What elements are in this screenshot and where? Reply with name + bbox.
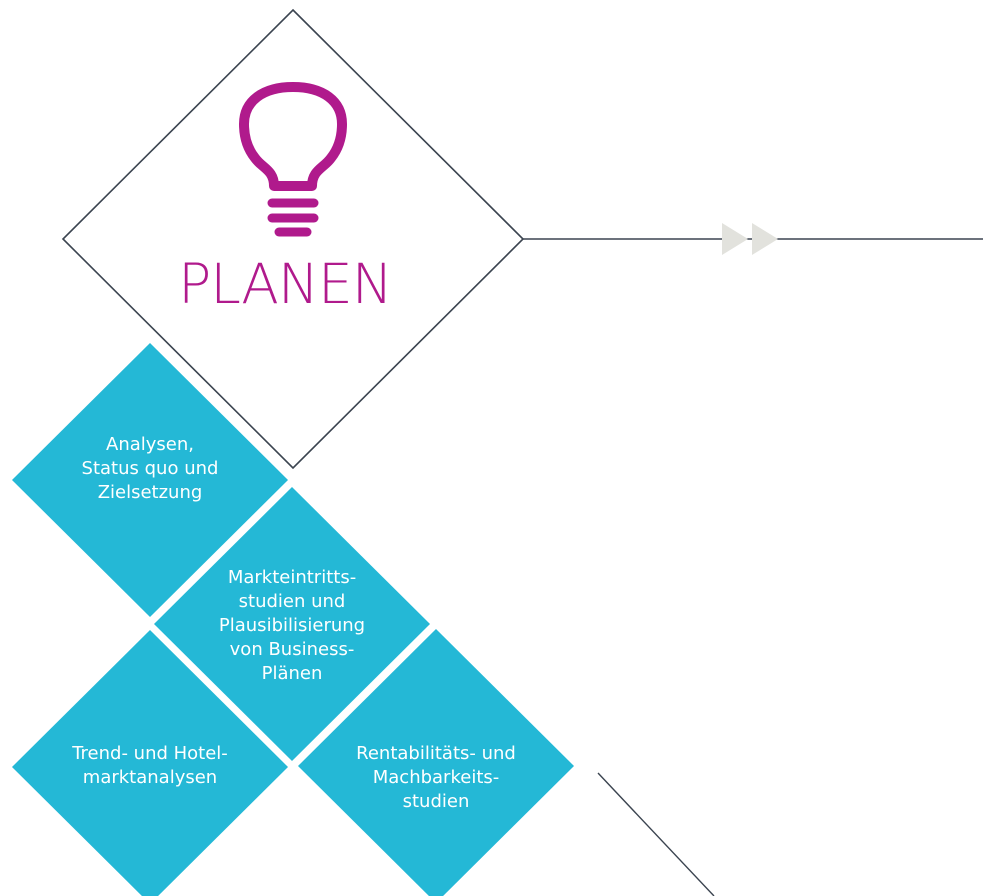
tile-markteintritt: [154, 487, 430, 761]
tile-markteintritt-label: Markteintritts- studien und Plausibilisi…: [218, 567, 366, 684]
tile-analysen-label: Analysen, Status quo und Zielsetzung: [81, 434, 219, 503]
main-diamond: [61, 8, 525, 470]
tile-trend-label: Trend- und Hotel- marktanalysen: [72, 743, 228, 788]
tile-rentabilitaet-label: Rentabilitäts- und Machbarkeits- studien: [356, 743, 516, 812]
tile-rentabilitaet: [298, 629, 574, 896]
diagonal-line: [597, 772, 715, 896]
diagram-title: PLANEN: [178, 252, 393, 316]
double-chevron-right-icon: [722, 223, 778, 255]
lightbulb-icon: [239, 82, 347, 237]
tile-analysen: [12, 343, 288, 617]
tile-trend: [12, 630, 288, 896]
